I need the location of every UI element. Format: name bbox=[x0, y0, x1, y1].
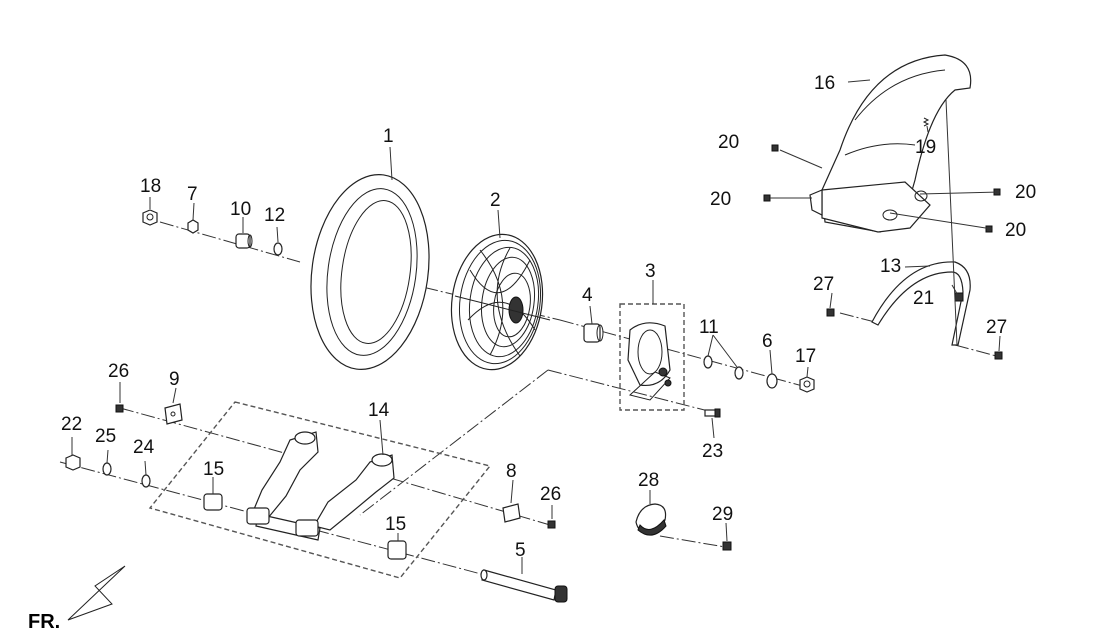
bolt-26-b bbox=[547, 520, 556, 529]
callout-17: 17 bbox=[795, 346, 816, 367]
washer-11-b bbox=[734, 366, 744, 380]
callout-20d: 20 bbox=[1005, 220, 1026, 241]
callout-20c: 20 bbox=[1015, 182, 1036, 203]
washer-12 bbox=[273, 242, 283, 256]
pivot-bolt-5 bbox=[480, 569, 568, 603]
bolt-26-a bbox=[115, 404, 124, 413]
callout-19: 19 bbox=[915, 137, 936, 158]
guard-28 bbox=[635, 503, 667, 536]
callout-2: 2 bbox=[490, 190, 501, 211]
callout-27a: 27 bbox=[813, 274, 834, 295]
callout-27b: 27 bbox=[986, 317, 1007, 338]
plate-8 bbox=[502, 503, 521, 523]
bushing-15-a bbox=[203, 493, 223, 511]
callout-13: 13 bbox=[880, 256, 901, 277]
bolt-29 bbox=[722, 541, 732, 551]
washer-24 bbox=[141, 474, 151, 488]
nut-22 bbox=[65, 454, 81, 471]
callout-11: 11 bbox=[699, 317, 719, 338]
callout-10: 10 bbox=[230, 199, 251, 220]
nut-7 bbox=[187, 219, 199, 234]
rear-fender bbox=[809, 54, 972, 233]
callout-20b: 20 bbox=[710, 189, 731, 210]
rear-tire bbox=[310, 174, 430, 370]
callout-28: 28 bbox=[638, 470, 659, 491]
callout-15a: 15 bbox=[203, 459, 224, 480]
plate-9 bbox=[164, 403, 183, 425]
bushing-15-b bbox=[387, 540, 407, 560]
clip-19 bbox=[922, 117, 930, 127]
callout-25: 25 bbox=[95, 426, 116, 447]
leader-lines bbox=[71, 79, 1001, 574]
callout-4: 4 bbox=[582, 285, 593, 306]
callout-15b: 15 bbox=[385, 514, 406, 535]
callout-9: 9 bbox=[169, 369, 180, 390]
washer-11-a bbox=[703, 355, 713, 369]
bolt-23 bbox=[704, 408, 721, 418]
spacer-4 bbox=[583, 323, 604, 343]
wheel-rim bbox=[450, 233, 551, 371]
callout-26a: 26 bbox=[108, 361, 129, 382]
front-direction-arrow bbox=[67, 565, 126, 621]
callout-22: 22 bbox=[61, 414, 82, 435]
washer-25 bbox=[102, 462, 112, 476]
brake-panel-assembly bbox=[619, 303, 685, 411]
callout-16: 16 bbox=[814, 73, 835, 94]
callout-8: 8 bbox=[506, 461, 517, 482]
screw-20-a bbox=[771, 144, 779, 152]
bolt-27-a bbox=[826, 308, 835, 317]
sleeve-left bbox=[246, 507, 270, 525]
direction-label: FR. bbox=[28, 611, 60, 633]
collar-10 bbox=[235, 233, 253, 249]
callout-1: 1 bbox=[383, 126, 394, 147]
sleeve-right bbox=[295, 519, 319, 537]
callout-3: 3 bbox=[645, 261, 656, 282]
callout-7: 7 bbox=[187, 184, 198, 205]
washer-6 bbox=[766, 373, 778, 389]
swing-arm-assembly bbox=[148, 401, 492, 579]
nut-17 bbox=[799, 376, 815, 393]
callout-29: 29 bbox=[712, 504, 733, 525]
callout-6: 6 bbox=[762, 331, 773, 352]
callout-23: 23 bbox=[702, 441, 723, 462]
callout-21: 21 bbox=[913, 288, 934, 309]
callout-12: 12 bbox=[264, 205, 285, 226]
callout-labels: 1 2 3 4 5 6 7 8 9 10 11 12 13 14 15 15 1… bbox=[28, 73, 1036, 633]
callout-5: 5 bbox=[515, 540, 526, 561]
callout-20a: 20 bbox=[718, 132, 739, 153]
callout-18: 18 bbox=[140, 176, 161, 197]
callout-14: 14 bbox=[368, 400, 390, 421]
bolt-27-b bbox=[994, 351, 1003, 360]
callout-24: 24 bbox=[133, 437, 155, 458]
callout-26b: 26 bbox=[540, 484, 561, 505]
screw-20-b bbox=[763, 194, 771, 202]
fender-bracket-13 bbox=[871, 261, 971, 346]
nut-18 bbox=[142, 209, 158, 226]
